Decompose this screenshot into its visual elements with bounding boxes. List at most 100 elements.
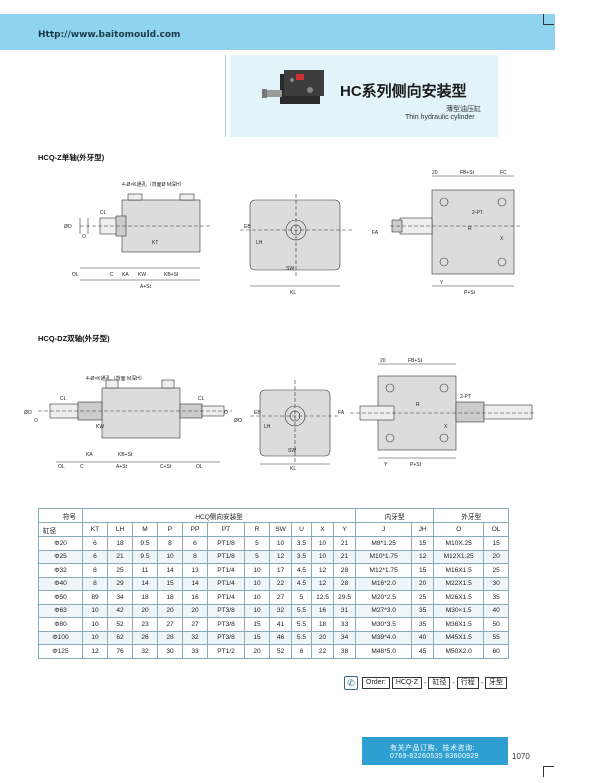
table-cell: 21 [332, 549, 357, 564]
table-cell: M39*4.0 [355, 630, 413, 645]
section1-drawings: 4-Ø×K通孔（背面Ø M深H） CL ØO O KT OL C KA KW K… [64, 170, 522, 296]
s2-fa-label: FA [338, 410, 345, 416]
s1-ka-label: KA [122, 272, 129, 278]
table-cell: 5 [244, 536, 270, 551]
s1-fbst-label: FB+St [460, 170, 475, 176]
table-cell: 6 [182, 536, 208, 551]
order-model: HCQ-Z [391, 677, 423, 689]
table-cell: 10 [311, 536, 334, 551]
s2-ol-label: OL [58, 464, 65, 470]
table-cell: 20 [244, 644, 270, 659]
s1-x-label: X [500, 236, 504, 242]
table-cell: PT1/4 [207, 576, 245, 591]
table-cell: 46 [269, 630, 292, 645]
page-title: HC系列侧向安装型 [340, 83, 467, 100]
table-cell: 8 [82, 563, 108, 578]
s1-c-label: C [110, 272, 114, 278]
table-cell: 10 [269, 536, 292, 551]
group-inner-header: 内牙型 [355, 508, 435, 523]
table-cell: 12.5 [311, 590, 334, 605]
table-cell: M10*1.75 [355, 549, 413, 564]
column-header: R [244, 522, 270, 537]
table-cell: 28 [332, 576, 357, 591]
phone-icon: ✆ [344, 676, 358, 690]
column-header: PT [207, 522, 245, 537]
column-header: JH [411, 522, 435, 537]
table-cell: 27 [269, 590, 292, 605]
table-cell: 32 [132, 644, 158, 659]
order-label: Order: [362, 677, 390, 689]
table-cell: 10 [82, 603, 108, 618]
column-header: LH [107, 522, 133, 537]
s2-r-label: R [416, 402, 420, 408]
order-thread: 牙型 [485, 677, 508, 689]
bore-cell: Φ32 [38, 563, 83, 578]
table-cell: 6 [291, 644, 312, 659]
s2-o-label: O [34, 418, 38, 424]
table-cell: 45 [411, 644, 435, 659]
group-outer-header: 外牙型 [433, 508, 510, 523]
table-cell: M22X1.5 [433, 576, 485, 591]
s2-pst-label: P+St [410, 462, 422, 468]
s1-o-label: O [82, 234, 86, 240]
table-cell: 35 [483, 590, 510, 605]
table-cell: 38 [332, 644, 357, 659]
table-cell: 41 [269, 617, 292, 632]
table-cell: 5.5 [291, 617, 312, 632]
column-header: PP [182, 522, 208, 537]
table-cell: PT1/2 [207, 644, 245, 659]
column-header: O [433, 522, 485, 537]
page-number: 1070 [512, 752, 530, 761]
column-header: Y [332, 522, 357, 537]
table-cell: 5 [291, 590, 312, 605]
table-cell: M48*5.0 [355, 644, 413, 659]
table-cell: M20*2.5 [355, 590, 413, 605]
table-cell: 10 [311, 549, 334, 564]
table-cell: 5.5 [291, 603, 312, 618]
table-cell: 18 [132, 590, 158, 605]
s2-o-label-right: O [224, 410, 228, 416]
table-cell: 10 [82, 630, 108, 645]
s1-kw-label: KW [138, 272, 146, 278]
table-cell: 18 [107, 536, 133, 551]
table-cell: 40 [483, 603, 510, 618]
table-cell: 35 [411, 603, 435, 618]
cylinder-product-photo [262, 70, 324, 104]
s2-2pt-label: 2-PT [460, 394, 471, 400]
s2-c-label: C [80, 464, 84, 470]
table-cell: 62 [107, 630, 133, 645]
table-cell: 12 [269, 549, 292, 564]
table-cell: PT3/8 [207, 630, 245, 645]
table-cell: 35 [411, 617, 435, 632]
table-cell: 52 [107, 617, 133, 632]
table-cell: 15 [157, 576, 183, 591]
s1-lh-label: LH [256, 240, 263, 246]
table-cell: 4.5 [291, 563, 312, 578]
s2-od-label: ØO [24, 410, 32, 416]
column-header: OL [483, 522, 510, 537]
table-cell: 33 [182, 644, 208, 659]
contact-phone[interactable]: 0769-82260535 83600929 [390, 753, 479, 760]
s2-y-label: Y [384, 462, 388, 468]
table-cell: 34 [107, 590, 133, 605]
table-cell: 15 [411, 536, 435, 551]
s2-od-label-right: ØO [234, 418, 242, 424]
table-cell: PT1/4 [207, 563, 245, 578]
bore-cell: Φ63 [38, 603, 83, 618]
table-cell: PT3/8 [207, 603, 245, 618]
table-cell: 10 [244, 563, 270, 578]
table-cell: 17 [269, 563, 292, 578]
table-cell: M45X1.5 [433, 630, 485, 645]
table-cell: 12 [311, 576, 334, 591]
table-cell: M16*2.0 [355, 576, 413, 591]
table-cell: 42 [107, 603, 133, 618]
table-cell: 30 [157, 644, 183, 659]
column-header: U [291, 522, 312, 537]
table-cell: PT1/8 [207, 536, 245, 551]
table-cell: M8*1.25 [355, 536, 413, 551]
website-url[interactable]: Http://www.baitomould.com [38, 30, 181, 40]
s1-cl-label: CL [100, 210, 107, 216]
table-cell: 10 [157, 549, 183, 564]
